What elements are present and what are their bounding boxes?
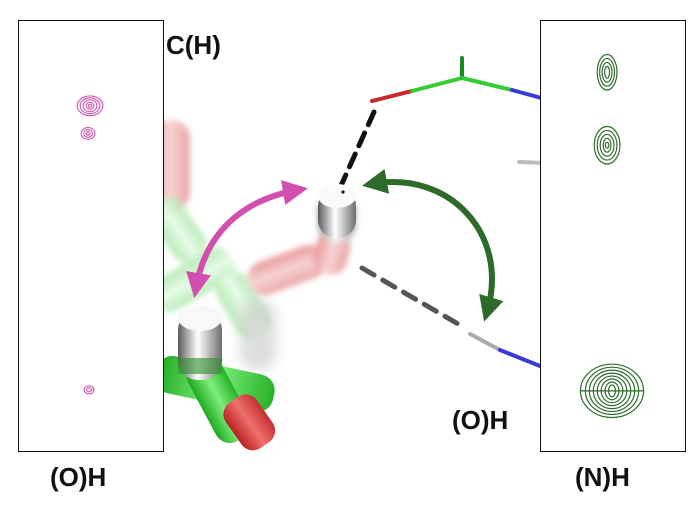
center-hydrogen <box>318 184 356 238</box>
label-c-h: C(H) <box>166 30 221 60</box>
label-n-h-right: (N)H <box>575 462 630 492</box>
bottom-nh-wireframe <box>468 332 547 370</box>
green-peak-3 <box>579 363 645 419</box>
magenta-peak-1 <box>76 95 104 117</box>
background-molecule <box>149 120 356 370</box>
left-spectrum-panel <box>18 20 164 452</box>
label-o-h-left: (O)H <box>50 462 107 492</box>
magenta-peak-2 <box>80 126 96 140</box>
hbond-upper <box>337 109 377 191</box>
green-peak-1 <box>596 53 618 91</box>
left-spectrum-peaks <box>76 95 104 395</box>
label-o-h-center: (O)H <box>452 405 509 435</box>
magenta-double-arrow <box>186 180 308 298</box>
foreground-molecule <box>155 305 276 451</box>
right-spectrum-peaks <box>579 53 645 419</box>
right-spectrum-panel <box>540 20 686 452</box>
green-double-arrow <box>362 168 504 322</box>
green-peak-2 <box>593 125 621 165</box>
top-residue-wireframe <box>370 56 547 165</box>
magenta-peak-3 <box>83 385 95 395</box>
hbond-lower <box>359 265 468 331</box>
